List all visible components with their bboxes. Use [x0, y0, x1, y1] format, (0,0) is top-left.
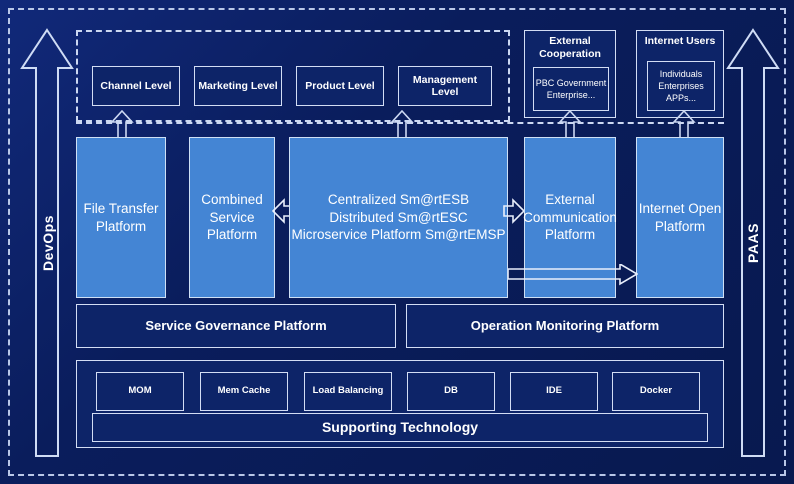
level-box-product[interactable]: Product Level [296, 66, 384, 106]
level-label: Management Level [412, 73, 478, 98]
platform-label: External Communication Platform [523, 192, 617, 243]
management-label: Operation Monitoring Platform [470, 317, 660, 333]
level-box-channel[interactable]: Channel Level [92, 66, 180, 106]
level-label: Product Level [305, 79, 375, 92]
internet-users-members: Individuals Enterprises APPs... [647, 61, 715, 111]
internet-users-group[interactable]: Internet Users Individuals Enterprises A… [636, 30, 724, 118]
external-cooperation-title: External Cooperation [539, 35, 601, 60]
platform-external-communication[interactable]: External Communication Platform [523, 137, 617, 298]
tech-box-load-balancing[interactable]: Load Balancing [304, 372, 392, 411]
tech-label: Mem Cache [217, 385, 271, 397]
tech-box-mom[interactable]: MOM [96, 372, 184, 411]
tech-label: DB [444, 385, 458, 397]
platform-core-esb[interactable]: Centralized Sm@rtESB Distributed Sm@rtES… [289, 137, 508, 298]
platform-label: Combined Service Platform [201, 192, 263, 243]
tech-label: IDE [546, 385, 562, 397]
level-box-management[interactable]: Management Level [398, 66, 492, 106]
operation-monitoring-platform[interactable]: Operation Monitoring Platform [406, 304, 724, 348]
devops-arrow-label: DevOps [40, 215, 56, 271]
level-label: Channel Level [100, 79, 172, 92]
core-line-3: Microservice Platform Sm@rtEMSP [291, 227, 506, 243]
core-line-1: Centralized Sm@rtESB [327, 192, 470, 208]
platform-combined-service[interactable]: Combined Service Platform [189, 137, 275, 298]
tech-box-ide[interactable]: IDE [510, 372, 598, 411]
internet-users-title: Internet Users [644, 35, 716, 47]
paas-arrow [726, 28, 780, 458]
tech-box-docker[interactable]: Docker [612, 372, 700, 411]
service-governance-platform[interactable]: Service Governance Platform [76, 304, 396, 348]
platform-file-transfer[interactable]: File Transfer Platform [76, 137, 166, 298]
devops-arrow [20, 28, 74, 458]
supporting-technology-banner[interactable]: Supporting Technology [92, 413, 708, 442]
tech-box-mem-cache[interactable]: Mem Cache [200, 372, 288, 411]
business-levels-group [76, 30, 510, 122]
platform-label: Internet Open Platform [638, 200, 722, 234]
connector-arrow-right-external [503, 198, 526, 229]
external-cooperation-members: PBC Government Enterprise... [533, 67, 609, 111]
outer-boundary [8, 8, 786, 476]
platform-label: File Transfer Platform [83, 200, 159, 234]
top-band-separator [76, 122, 724, 124]
external-cooperation-group[interactable]: External Cooperation PBC Government Ente… [524, 30, 616, 118]
paas-arrow-label: PAAS [745, 223, 761, 263]
management-label: Service Governance Platform [145, 317, 327, 333]
tech-label: MOM [128, 385, 152, 397]
platform-internet-open[interactable]: Internet Open Platform [636, 137, 724, 298]
connector-arrow-core-to-internet [507, 262, 639, 295]
level-box-marketing[interactable]: Marketing Level [194, 66, 282, 106]
tech-box-db[interactable]: DB [407, 372, 495, 411]
tech-label: Docker [639, 385, 673, 397]
supporting-technology-label: Supporting Technology [321, 419, 479, 436]
tech-label: Load Balancing [312, 385, 384, 397]
level-label: Marketing Level [198, 79, 278, 92]
core-line-2: Distributed Sm@rtESC [329, 209, 468, 225]
